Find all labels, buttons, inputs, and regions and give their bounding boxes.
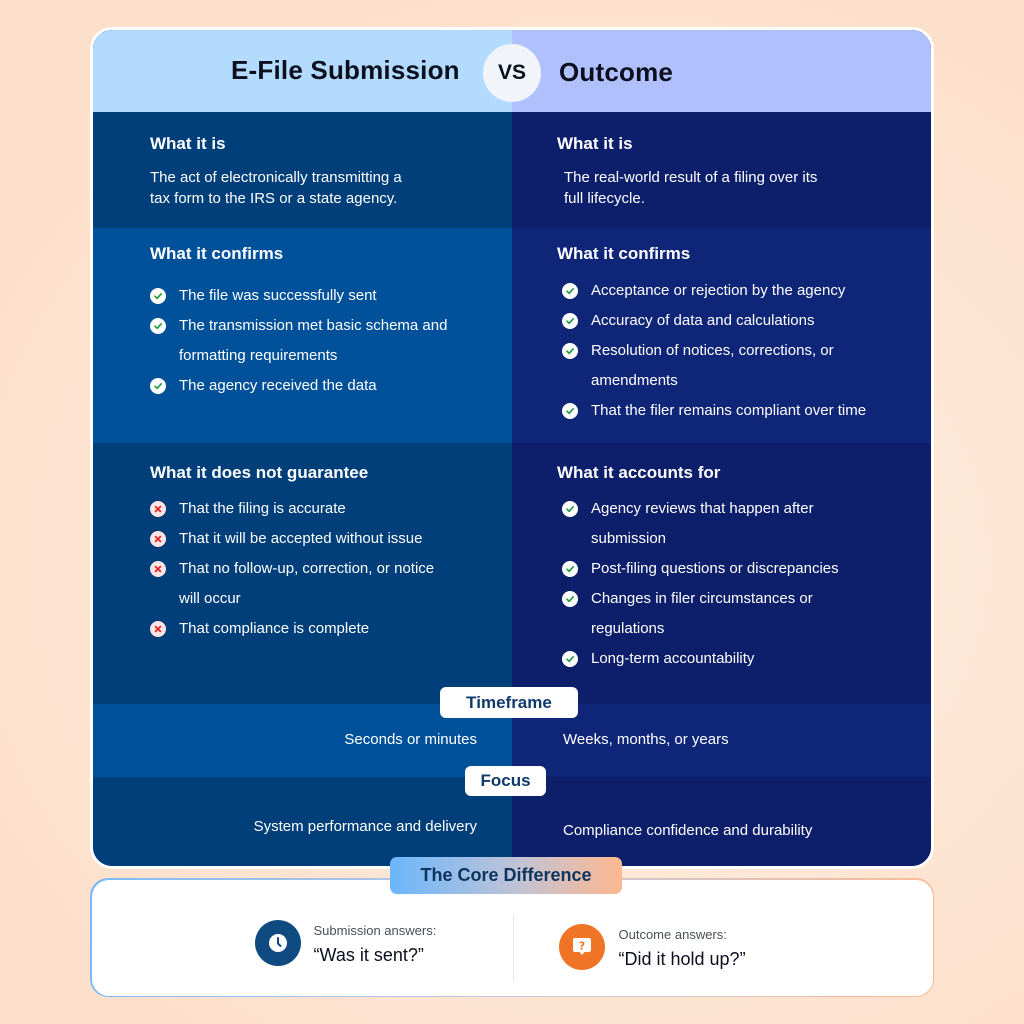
section-title: What it confirms: [150, 244, 284, 263]
divider: [512, 913, 514, 982]
item-text: Acceptance or rejection by the agency: [591, 282, 846, 299]
section-title: What it confirms: [557, 244, 691, 263]
confirms-list: The file was successfully sent The trans…: [150, 281, 480, 401]
outcome-answers-label: Outcome answers:: [618, 926, 727, 942]
list-item: Agency reviews that happen after submiss…: [562, 494, 852, 554]
core-difference-card: Submission answers: “Was it sent?” ? Out…: [90, 878, 934, 997]
item-text: That no follow-up, correction, or notice…: [179, 560, 435, 607]
clock-icon: [254, 919, 301, 966]
list-item: The transmission met basic schema and fo…: [150, 311, 480, 371]
cross-icon: [150, 621, 166, 637]
submission-answers-label: Submission answers:: [313, 922, 437, 938]
section-title: What it does not guarantee: [150, 463, 369, 482]
item-text: Agency reviews that happen after submiss…: [591, 500, 814, 547]
cross-icon: [150, 531, 166, 547]
item-text: The agency received the data: [179, 377, 377, 394]
vs-badge: VS: [483, 44, 541, 102]
submission-focus: System performance and delivery: [93, 777, 512, 866]
section-title: What it accounts for: [557, 463, 721, 482]
timeframe-value: Seconds or minutes: [344, 731, 477, 748]
outcome-timeframe: Weeks, months, or years: [512, 704, 931, 777]
item-text: Accuracy of data and calculations: [591, 312, 815, 329]
check-icon: [562, 343, 578, 359]
section-title: What it is: [150, 134, 226, 153]
check-icon: [562, 403, 578, 419]
list-item: The file was successfully sent: [150, 281, 480, 311]
core-difference-inner: Submission answers: “Was it sent?” ? Out…: [91, 879, 933, 996]
list-item: Acceptance or rejection by the agency: [562, 276, 922, 306]
check-icon: [562, 651, 578, 667]
focus-value: Compliance confidence and durability: [563, 822, 813, 839]
outcome-what-it-is: What it is The real-world result of a fi…: [512, 112, 931, 228]
confirms-list: Acceptance or rejection by the agency Ac…: [562, 276, 922, 426]
check-icon: [150, 378, 166, 394]
list-item: Long-term accountability: [562, 644, 902, 674]
list-item: Changes in filer circumstances or regula…: [562, 584, 862, 644]
outcome-question: “Did it hold up?”: [618, 948, 746, 969]
section-title: What it is: [557, 134, 633, 153]
check-icon: [562, 591, 578, 607]
focus-label: Focus: [465, 766, 546, 796]
not-guarantee-list: That the filing is accurate That it will…: [150, 494, 480, 644]
header-left: E-File Submission: [93, 30, 512, 112]
submission-confirms: What it confirms The file was successful…: [93, 228, 512, 443]
accounts-for-list: Agency reviews that happen after submiss…: [562, 494, 902, 674]
list-item: Post-filing questions or discrepancies: [562, 554, 902, 584]
list-item: The agency received the data: [150, 371, 480, 401]
item-text: That it will be accepted without issue: [179, 530, 423, 547]
description-line: The act of electronically transmitting a: [150, 169, 402, 186]
item-text: That compliance is complete: [179, 620, 370, 637]
timeframe-value: Weeks, months, or years: [563, 731, 729, 748]
comparison-card: E-File Submission Outcome VS What it is …: [90, 27, 934, 869]
submission-title: E-File Submission: [231, 55, 460, 85]
item-text: That the filing is accurate: [179, 500, 346, 517]
focus-value: System performance and delivery: [253, 818, 477, 835]
submission-what-it-is: What it is The act of electronically tra…: [93, 112, 512, 228]
svg-text:?: ?: [578, 939, 584, 952]
section-description: The real-world result of a filing over i…: [564, 167, 817, 209]
guarantee-accounts-row: What it does not guarantee That the fili…: [93, 443, 931, 704]
item-text: That the filer remains compliant over ti…: [591, 402, 867, 419]
list-item: Resolution of notices, corrections, or a…: [562, 336, 882, 396]
header-right: Outcome: [512, 30, 931, 112]
cross-icon: [150, 501, 166, 517]
question-bubble-icon: ?: [558, 923, 605, 970]
item-text: Changes in filer circumstances or regula…: [591, 590, 813, 637]
check-icon: [150, 288, 166, 304]
list-item: Accuracy of data and calculations: [562, 306, 922, 336]
submission-question: “Was it sent?”: [313, 944, 424, 965]
description-line: The real-world result of a filing over i…: [564, 169, 818, 186]
list-item: That it will be accepted without issue: [150, 524, 480, 554]
submission-not-guarantee: What it does not guarantee That the fili…: [93, 443, 512, 704]
timeframe-label: Timeframe: [440, 687, 578, 718]
section-description: The act of electronically transmitting a…: [150, 167, 402, 209]
check-icon: [562, 313, 578, 329]
item-text: The transmission met basic schema and fo…: [179, 317, 448, 364]
outcome-confirms: What it confirms Acceptance or rejection…: [512, 228, 931, 443]
outcome-title: Outcome: [559, 57, 674, 87]
core-difference-title: The Core Difference: [390, 857, 622, 894]
item-text: The file was successfully sent: [179, 287, 377, 304]
description-line: full lifecycle.: [564, 190, 645, 207]
item-text: Post-filing questions or discrepancies: [591, 560, 839, 577]
header-row: E-File Submission Outcome VS: [93, 30, 931, 112]
cross-icon: [150, 561, 166, 577]
item-text: Long-term accountability: [591, 650, 755, 667]
what-it-is-row: What it is The act of electronically tra…: [93, 112, 931, 228]
list-item: That no follow-up, correction, or notice…: [150, 554, 440, 614]
item-text: Resolution of notices, corrections, or a…: [591, 342, 834, 389]
outcome-accounts-for: What it accounts for Agency reviews that…: [512, 443, 931, 704]
check-icon: [562, 283, 578, 299]
what-it-confirms-row: What it confirms The file was successful…: [93, 228, 931, 443]
outcome-focus: Compliance confidence and durability: [512, 777, 931, 866]
check-icon: [562, 501, 578, 517]
list-item: That compliance is complete: [150, 614, 480, 644]
description-line: tax form to the IRS or a state agency.: [150, 190, 398, 207]
check-icon: [150, 318, 166, 334]
list-item: That the filer remains compliant over ti…: [562, 396, 922, 426]
focus-row: System performance and delivery Complian…: [93, 777, 931, 866]
check-icon: [562, 561, 578, 577]
list-item: That the filing is accurate: [150, 494, 480, 524]
